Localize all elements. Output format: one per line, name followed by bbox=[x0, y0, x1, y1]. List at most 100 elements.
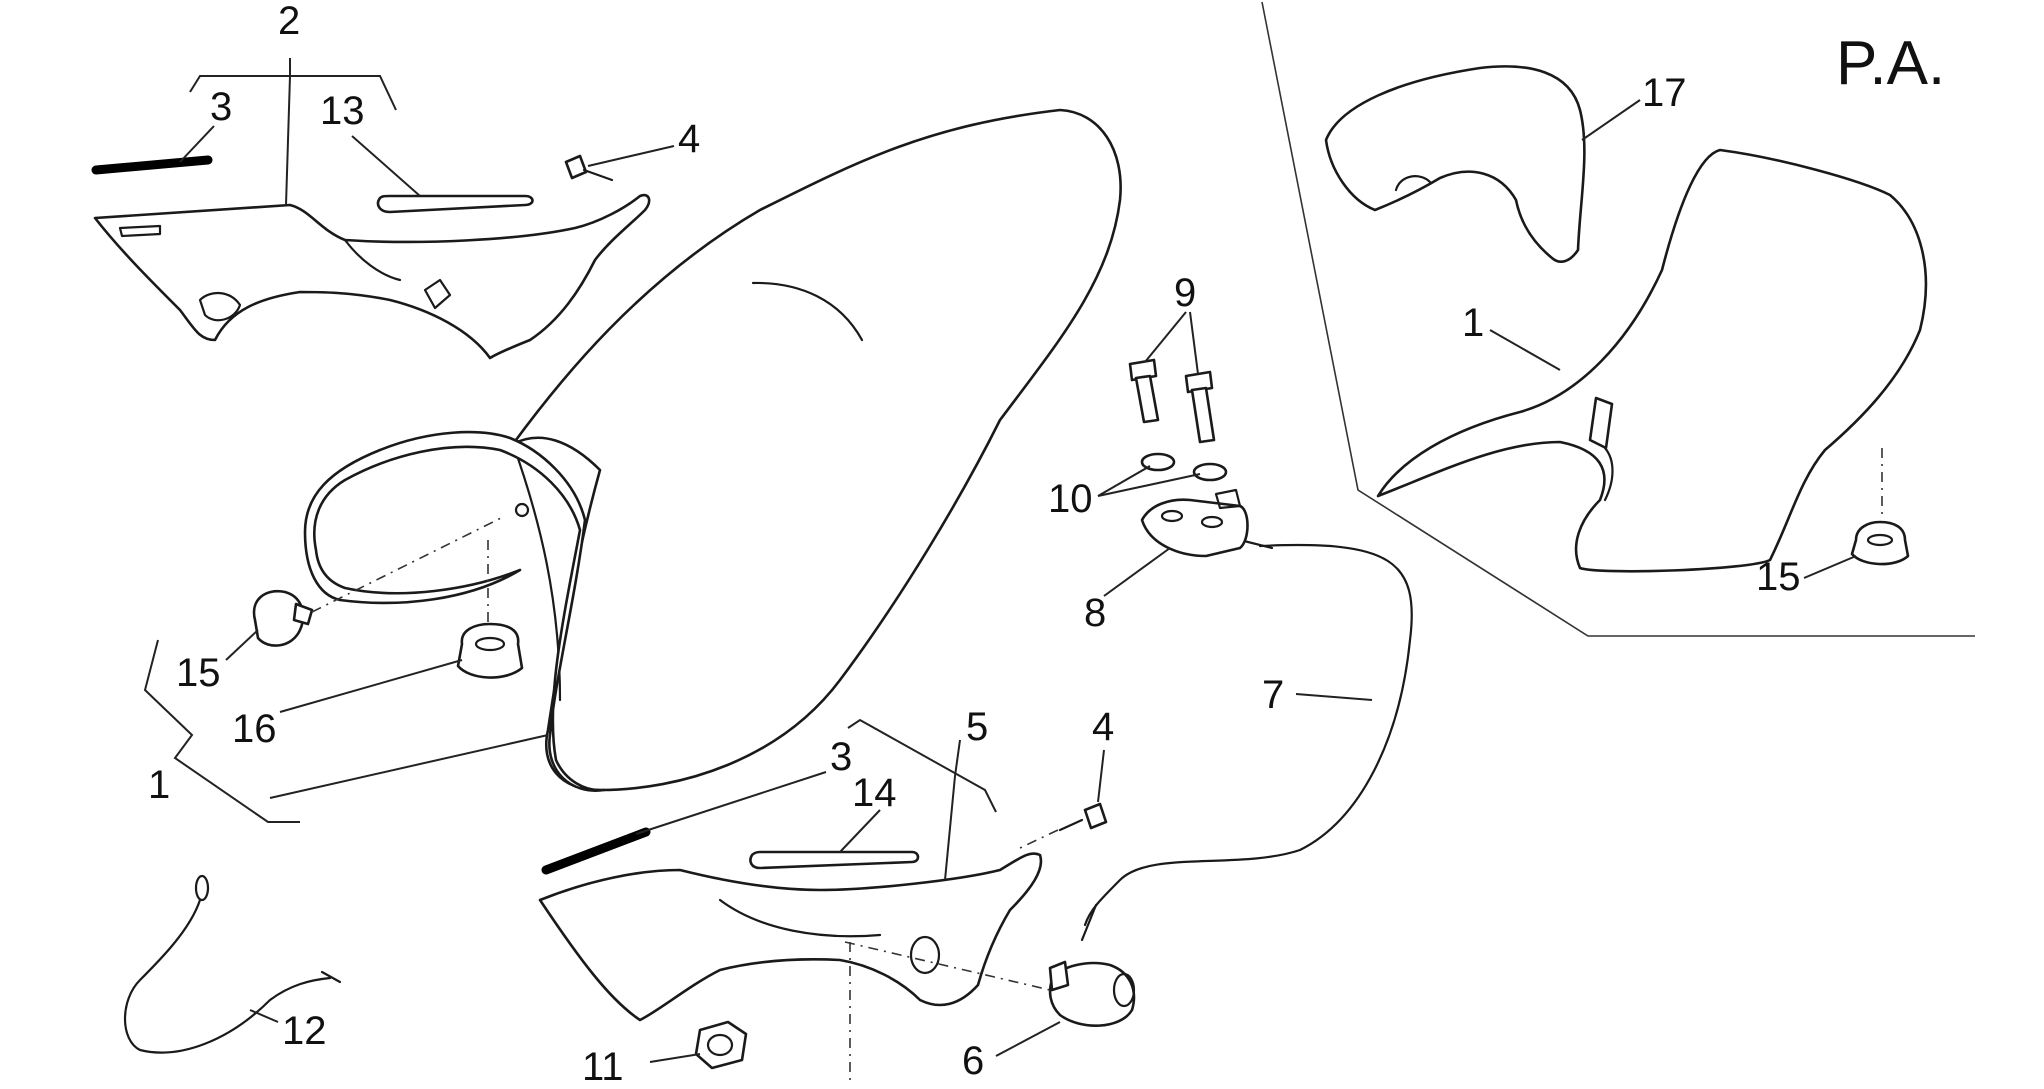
bumper-inset-top bbox=[1866, 533, 1894, 547]
inset-boundary bbox=[1261, 1, 1975, 637]
cable-12-end bbox=[320, 970, 342, 984]
cable-12 bbox=[123, 874, 342, 1054]
screw-4-lower bbox=[1058, 802, 1108, 832]
callout-3-lower: 3 bbox=[830, 735, 852, 779]
leader-15a bbox=[225, 629, 259, 661]
leader-2a bbox=[285, 75, 291, 206]
leader-10a bbox=[1097, 465, 1151, 497]
cable-7 bbox=[1080, 538, 1413, 942]
leader-6 bbox=[995, 1021, 1061, 1057]
callout-2: 2 bbox=[278, 0, 300, 43]
leader-5a bbox=[944, 775, 956, 881]
nut-hole bbox=[706, 1033, 734, 1057]
grab-handle-hole bbox=[514, 502, 530, 518]
cable-12-path bbox=[123, 898, 332, 1054]
bolt-9b-shank bbox=[1190, 386, 1216, 444]
leader-1b bbox=[1489, 329, 1561, 371]
leader-1a bbox=[269, 734, 549, 799]
grab-handle-body bbox=[303, 430, 606, 792]
leader-lines bbox=[143, 58, 1857, 1063]
callout-11: 11 bbox=[582, 1045, 624, 1089]
screw-shank-lower bbox=[1058, 818, 1084, 832]
knob-stem bbox=[292, 602, 314, 626]
leader-9b bbox=[1189, 311, 1199, 375]
screw-4-upper bbox=[564, 154, 614, 182]
lock-6 bbox=[1048, 960, 1136, 1027]
seat-inset-1 bbox=[1376, 148, 1928, 573]
washers-10 bbox=[1140, 452, 1228, 482]
bracket-5 bbox=[847, 718, 997, 813]
callout-5: 5 bbox=[966, 705, 988, 749]
latch-plate-8 bbox=[1140, 488, 1249, 558]
callout-4-upper: 4 bbox=[678, 117, 700, 161]
knob-15-left bbox=[252, 589, 314, 647]
leader-16 bbox=[279, 659, 463, 713]
leader-8 bbox=[1103, 547, 1171, 597]
bracket-1 bbox=[143, 639, 300, 823]
leader-4b bbox=[1097, 749, 1105, 803]
side-cover-upper-body bbox=[93, 193, 651, 360]
callout-16: 16 bbox=[232, 707, 277, 751]
callout-6: 6 bbox=[962, 1039, 984, 1083]
callout-12: 12 bbox=[282, 1009, 327, 1053]
latch-hole-b bbox=[1200, 515, 1224, 529]
side-cover-lower-body bbox=[538, 852, 1043, 1022]
latch-hole-a bbox=[1160, 509, 1184, 523]
inset-seat-bracket bbox=[1588, 396, 1614, 450]
bolts-9 bbox=[1128, 358, 1216, 444]
leader-15b bbox=[1803, 555, 1857, 579]
bolt-9a-shank bbox=[1134, 374, 1160, 424]
axis-6 bbox=[844, 941, 1051, 991]
lock-cylinder bbox=[1048, 961, 1136, 1027]
lock-tab bbox=[1048, 960, 1070, 992]
callout-14: 14 bbox=[852, 771, 897, 815]
screw-head bbox=[564, 154, 588, 180]
latch-hook bbox=[1214, 488, 1242, 510]
nut-body bbox=[694, 1020, 748, 1070]
side-cover-upper bbox=[93, 193, 651, 360]
cover-mount-tab bbox=[198, 292, 242, 322]
axis-4-lower bbox=[1019, 829, 1059, 849]
callout-3-upper: 3 bbox=[210, 85, 232, 129]
leader-3b bbox=[635, 771, 827, 835]
strip-3-upper bbox=[91, 155, 213, 175]
cowl-notch bbox=[1394, 175, 1432, 192]
cover-slot bbox=[118, 224, 162, 238]
callout-labels: 2 3 13 4 9 10 8 15 16 1 3 14 5 4 7 12 11… bbox=[148, 0, 1945, 1089]
leader-12 bbox=[249, 1009, 279, 1023]
cowl-body bbox=[1324, 65, 1586, 264]
seat-contour bbox=[751, 281, 864, 342]
seat-cushion bbox=[511, 108, 1122, 792]
cable-12-eye bbox=[194, 874, 210, 902]
washer-10b bbox=[1192, 462, 1228, 482]
leader-9a bbox=[1144, 311, 1187, 363]
bumper-top bbox=[474, 636, 506, 652]
callout-9: 9 bbox=[1174, 271, 1196, 315]
leader-5-stem bbox=[954, 739, 961, 777]
inset-seat-crease bbox=[1603, 446, 1614, 502]
strip-13 bbox=[376, 194, 534, 214]
nut-11 bbox=[694, 1020, 748, 1070]
leader-7 bbox=[1295, 693, 1373, 701]
screw-shank bbox=[582, 168, 614, 182]
leader-13 bbox=[351, 135, 421, 197]
bumper-16 bbox=[456, 622, 524, 679]
bumper-inset-body bbox=[1850, 520, 1910, 566]
lower-cover-hole bbox=[909, 935, 941, 975]
screw-head-lower bbox=[1083, 802, 1108, 830]
latch-plate-body bbox=[1140, 498, 1249, 558]
callout-4-lower: 4 bbox=[1092, 705, 1114, 749]
callout-17: 17 bbox=[1642, 71, 1687, 115]
leader-3a bbox=[179, 125, 215, 163]
strip-3-lower bbox=[541, 827, 651, 875]
side-cover-lower bbox=[538, 852, 1043, 1022]
callout-15-inset: 15 bbox=[1756, 555, 1801, 599]
grab-handle bbox=[303, 430, 606, 792]
callout-1-inset: 1 bbox=[1462, 301, 1484, 345]
callout-13: 13 bbox=[320, 89, 365, 133]
callout-15-left: 15 bbox=[176, 651, 221, 695]
lower-cover-crease bbox=[718, 898, 882, 938]
leader-11 bbox=[649, 1053, 701, 1063]
leader-14 bbox=[839, 809, 881, 853]
